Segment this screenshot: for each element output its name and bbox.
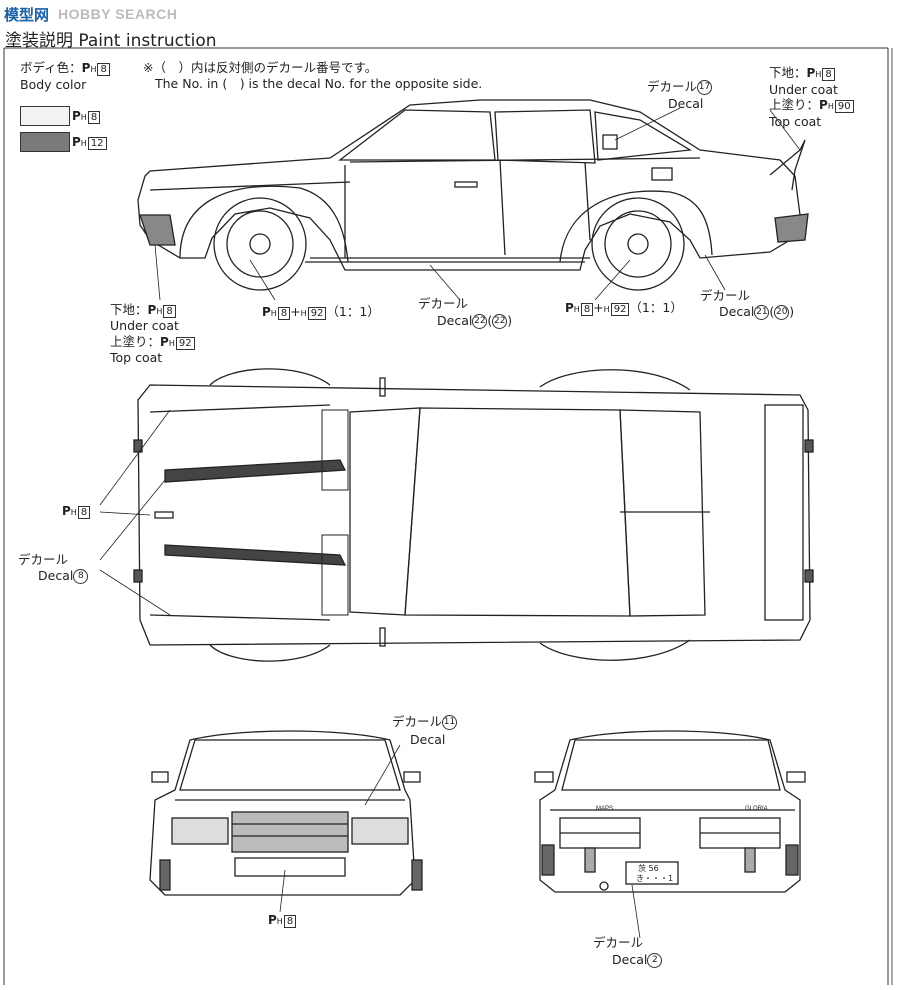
front-decal-en: Decal — [410, 732, 446, 747]
opposite-note-ja: ※（ ）内は反対側のデカール番号です。 — [143, 60, 378, 75]
rear-decal-ja: デカール — [593, 935, 644, 950]
page-title: 塗装説明 Paint instruction — [5, 26, 217, 51]
opposite-note-en: The No. in ( ) is the decal No. for the … — [155, 76, 483, 91]
rear-under-coat-en: Under coat — [769, 82, 838, 97]
front-top-coat-en: Top coat — [110, 350, 163, 365]
swatch-light — [20, 106, 70, 126]
body-color-en: Body color — [20, 77, 87, 92]
rear-top-coat-en: Top coat — [769, 114, 822, 129]
side-decal-label: デカール — [418, 296, 469, 311]
swatch-dark — [20, 132, 70, 152]
watermark-logo: 模型网 — [4, 7, 50, 24]
watermark-text: HOBBY SEARCH — [58, 6, 178, 22]
plate-bottom: き・・・1 — [636, 874, 674, 883]
rear-decal-label: デカール — [700, 288, 751, 303]
rear-badge-right: GLORIA — [745, 806, 768, 812]
front-under-coat-en: Under coat — [110, 318, 179, 333]
title-ja: 塗装説明 — [5, 31, 73, 51]
decal-17-label-en: Decal — [668, 96, 704, 111]
rear-badge-left: MAPS — [596, 806, 614, 812]
top-view-decal-ja: デカール — [18, 552, 69, 567]
title-en: Paint instruction — [78, 31, 217, 51]
plate-top: 茨 56 — [638, 864, 659, 873]
